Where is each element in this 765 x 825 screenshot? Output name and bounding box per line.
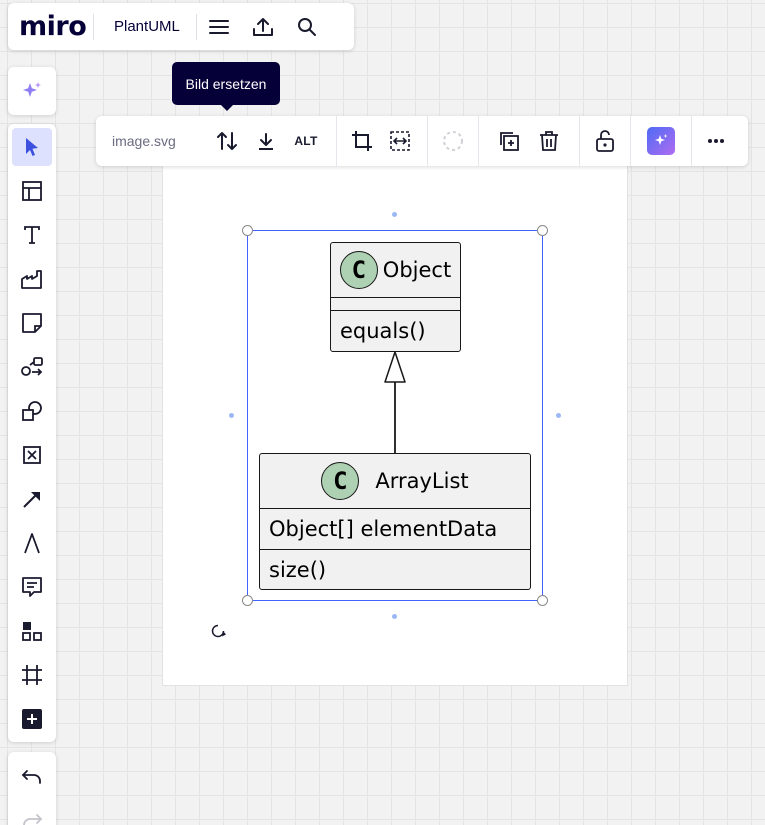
board-name[interactable]: PlantUML: [114, 18, 180, 35]
file-name[interactable]: image.svg: [112, 133, 176, 149]
ai-sparkle-badge: [647, 127, 675, 155]
export-icon[interactable]: [241, 3, 285, 50]
divider: [427, 116, 428, 166]
sparkles-icon[interactable]: [21, 80, 43, 102]
connection-dot-top[interactable]: [392, 212, 397, 217]
sticky-note-icon[interactable]: [12, 304, 52, 342]
divider: [336, 116, 337, 166]
history-panel: [8, 752, 56, 825]
pen-icon[interactable]: [12, 524, 52, 562]
class-fields: [331, 297, 460, 310]
shapes-icon[interactable]: [12, 392, 52, 430]
divider: [579, 116, 580, 166]
class-header: C Object: [331, 243, 460, 297]
alt-text-label: ALT: [294, 134, 318, 148]
resize-handle-top-right[interactable]: [537, 225, 548, 236]
tools-panel: [8, 124, 56, 742]
class-field: Object[] elementData: [260, 508, 530, 549]
connection-dot-bottom[interactable]: [392, 614, 397, 619]
resize-handle-bottom-right[interactable]: [537, 595, 548, 606]
ai-icon[interactable]: [631, 116, 691, 166]
divider: [691, 116, 692, 166]
selection-box: [247, 230, 543, 601]
connection-dot-left[interactable]: [229, 413, 234, 418]
diagram-icon[interactable]: [12, 348, 52, 386]
divider: [195, 13, 197, 40]
class-header: C ArrayList: [260, 454, 530, 508]
cursor-icon[interactable]: [12, 128, 52, 166]
class-stereotype-icon: C: [339, 251, 378, 289]
resize-handle-top-left[interactable]: [242, 225, 253, 236]
templates-icon[interactable]: [12, 172, 52, 210]
resize-handle-bottom-left[interactable]: [242, 595, 253, 606]
tooltip: Bild ersetzen: [172, 62, 280, 111]
context-toolbar: image.svg ALT: [96, 116, 748, 166]
text-icon[interactable]: [12, 216, 52, 254]
divider: [630, 116, 631, 166]
duplicate-icon[interactable]: [479, 116, 539, 166]
rotate-icon[interactable]: [209, 622, 227, 640]
crop-icon[interactable]: [337, 116, 387, 166]
miro-logo[interactable]: miro: [19, 11, 87, 42]
alt-text-button[interactable]: ALT: [286, 116, 326, 166]
arrow-icon[interactable]: [12, 480, 52, 518]
replace-image-icon[interactable]: [208, 116, 246, 166]
uml-class-object[interactable]: C Object equals(): [330, 242, 461, 352]
redo-icon[interactable]: [12, 802, 52, 825]
class-name: ArrayList: [375, 469, 469, 493]
plus-icon[interactable]: [12, 700, 52, 738]
undo-icon[interactable]: [12, 758, 52, 796]
uml-class-arraylist[interactable]: C ArrayList Object[] elementData size(): [259, 453, 531, 590]
top-bar: miro PlantUML: [8, 3, 354, 50]
loading-icon: [428, 116, 478, 166]
more-icon[interactable]: [692, 116, 740, 166]
divider: [93, 13, 94, 40]
search-icon[interactable]: [285, 3, 329, 50]
download-icon[interactable]: [246, 116, 286, 166]
box-x-icon[interactable]: [12, 436, 52, 474]
frame-icon[interactable]: [12, 656, 52, 694]
divider: [478, 116, 479, 166]
menu-icon[interactable]: [197, 3, 241, 50]
class-method: size(): [260, 549, 530, 589]
inheritance-arrow: [384, 351, 406, 454]
delete-icon[interactable]: [539, 116, 559, 166]
connection-dot-right[interactable]: [556, 413, 561, 418]
ai-panel: [8, 67, 56, 115]
class-stereotype-icon: C: [321, 462, 360, 500]
apps-icon[interactable]: [12, 612, 52, 650]
unlock-icon[interactable]: [580, 116, 630, 166]
factory-icon[interactable]: [12, 260, 52, 298]
class-name: Object: [382, 258, 452, 282]
fit-icon[interactable]: [387, 116, 413, 166]
class-method: equals(): [331, 310, 460, 351]
comment-icon[interactable]: [12, 568, 52, 606]
